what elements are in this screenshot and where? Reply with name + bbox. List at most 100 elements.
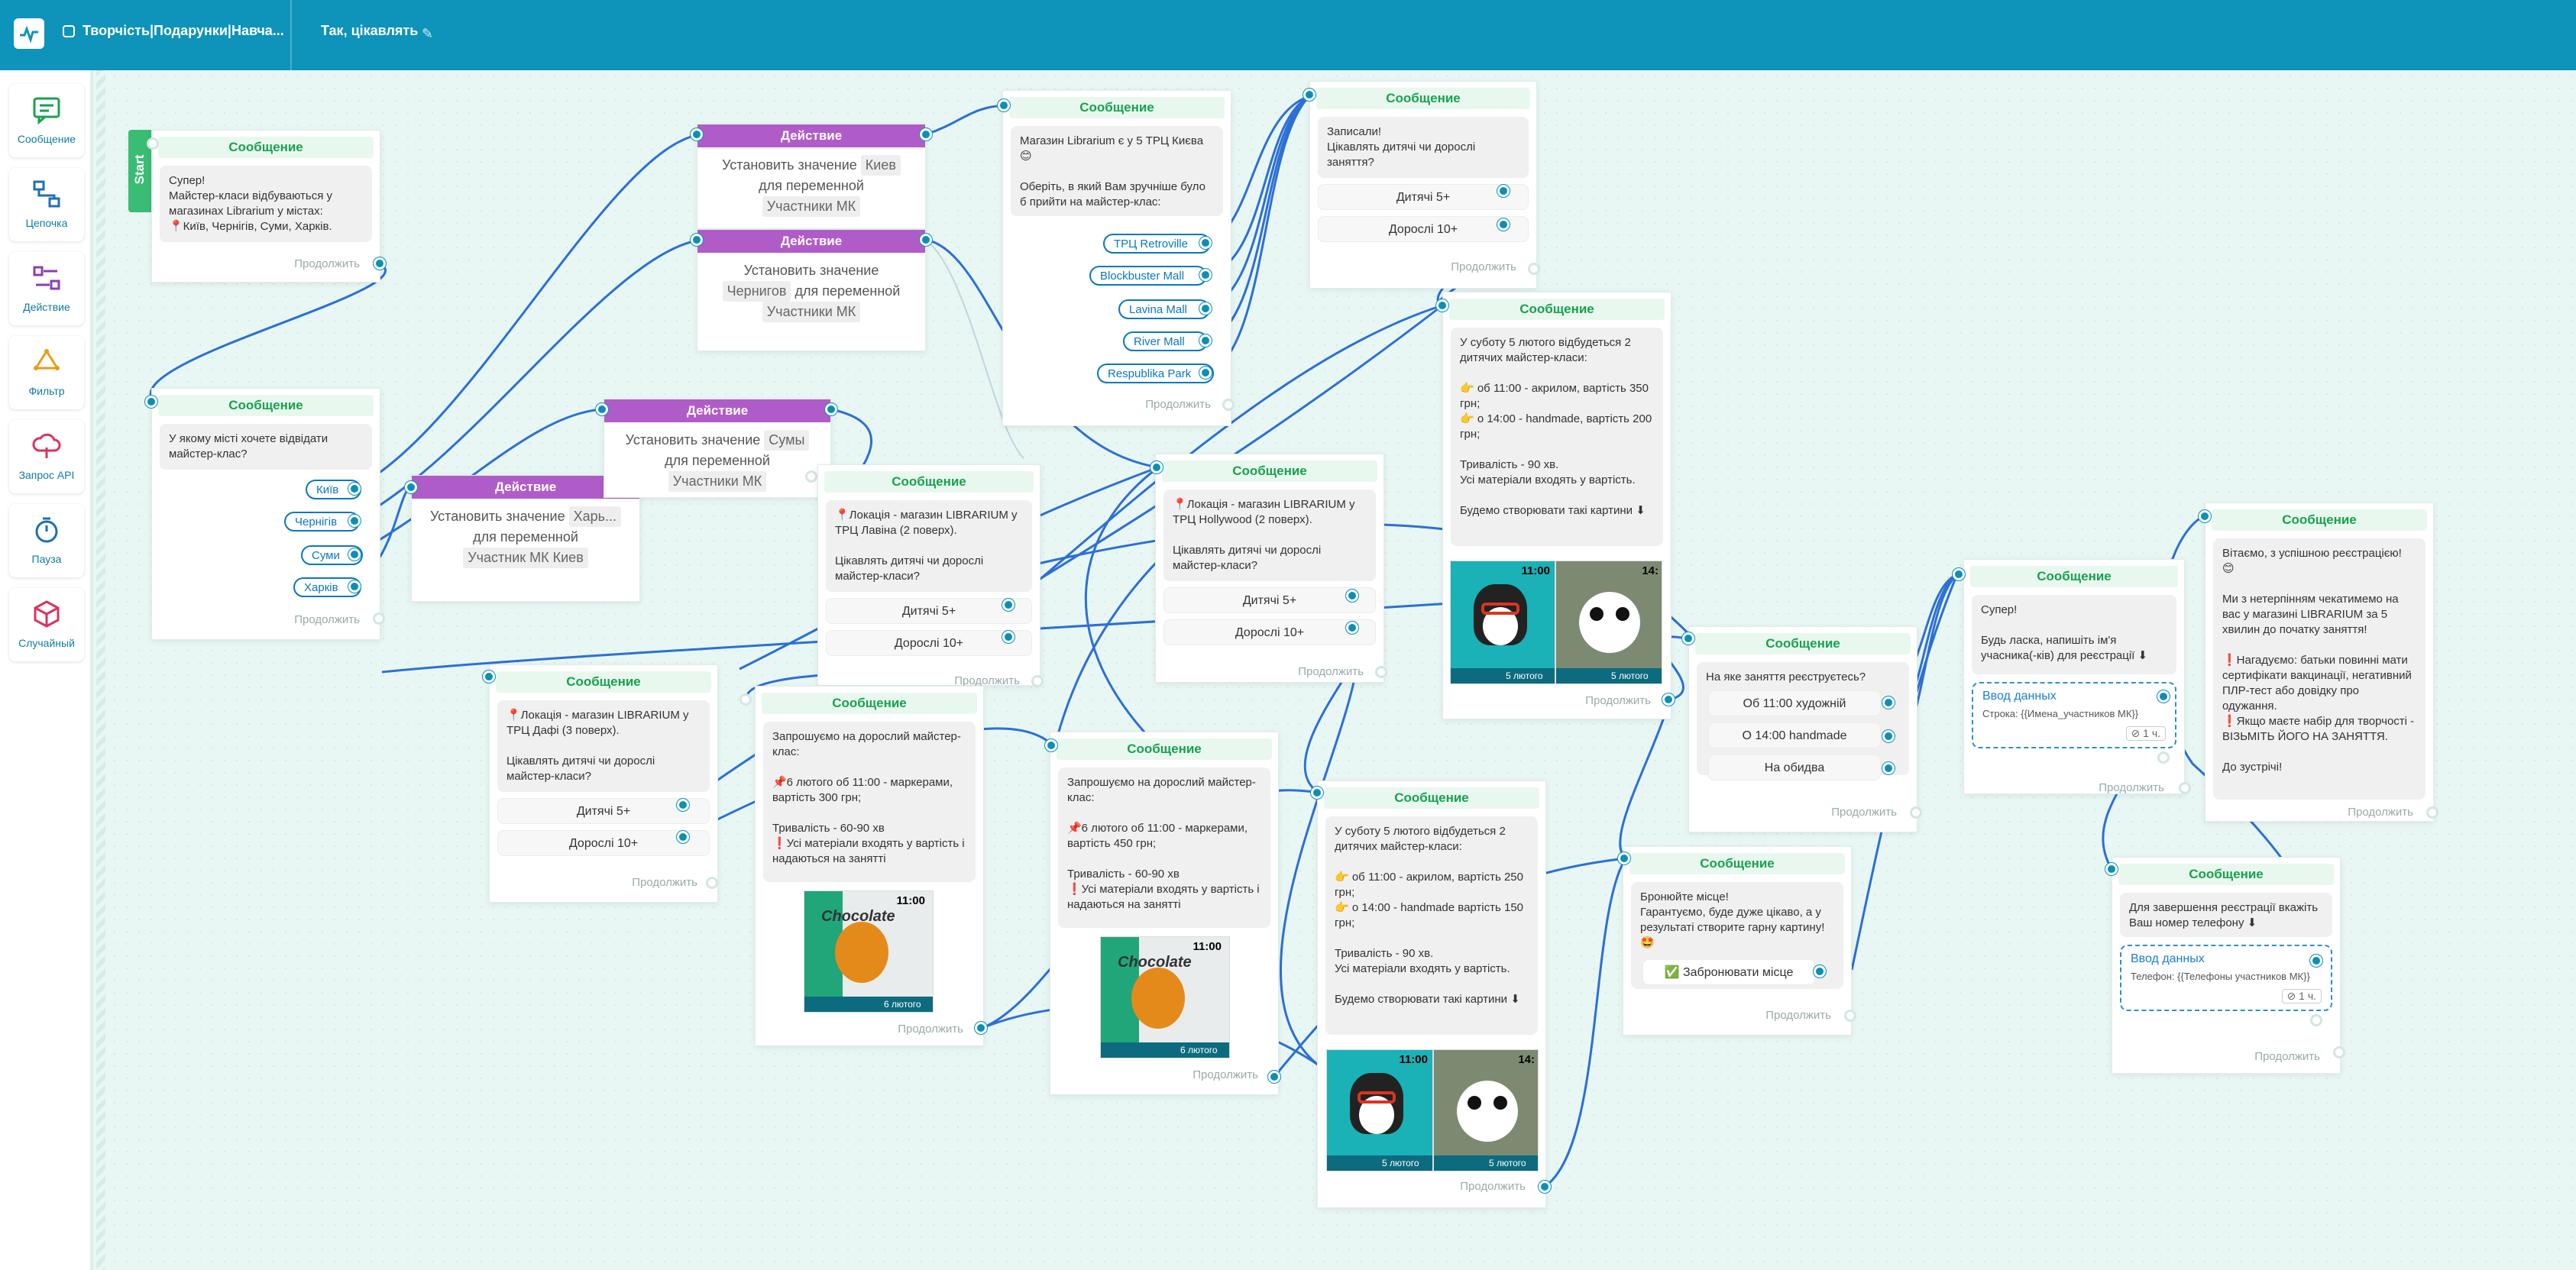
input-success-port[interactable] [2157, 690, 2170, 703]
output-port[interactable] [1222, 399, 1235, 411]
node-action-kyiv[interactable]: Действие Установить значение Киев для пе… [697, 124, 926, 229]
node-recorded[interactable]: Сообщение Записали! Цікавлять дитячі чи … [1309, 81, 1537, 289]
button-port[interactable] [348, 580, 361, 593]
button-port[interactable] [1199, 334, 1212, 347]
input-port[interactable] [1436, 299, 1448, 312]
output-port[interactable] [1910, 806, 1922, 819]
tool-pause[interactable]: Пауза [9, 504, 84, 577]
node-action-kharkiv[interactable]: Действие Установить значение Харь... для… [411, 475, 640, 602]
output-port[interactable] [1844, 1010, 1856, 1022]
output-port[interactable] [374, 257, 386, 270]
output-port[interactable] [1375, 666, 1387, 678]
input-port[interactable] [998, 99, 1010, 111]
output-port[interactable] [975, 1022, 987, 1034]
logo-icon[interactable] [14, 18, 44, 49]
button-port[interactable] [1882, 762, 1895, 774]
timeout-badge[interactable]: ⊘ 1 ч. [2281, 989, 2322, 1003]
node-dafi[interactable]: Сообщение 📍Локація - магазин LIBRARIUM у… [489, 664, 718, 903]
output-port[interactable] [2333, 1046, 2345, 1058]
node-city-choice[interactable]: Сообщение У якому місті хочете відвідати… [151, 388, 380, 640]
button-port[interactable] [1002, 599, 1015, 611]
tool-filter[interactable]: Фильтр [9, 336, 84, 409]
button-port[interactable] [1199, 237, 1212, 249]
book-button[interactable]: ✅ Забронювати місце [1642, 959, 1815, 985]
city-button-chernihiv[interactable]: Чернігів [284, 512, 361, 532]
tool-random[interactable]: Случайный [9, 588, 84, 661]
shop-button-river[interactable]: River Mall [1123, 331, 1208, 351]
input-port[interactable] [2199, 510, 2211, 522]
button-port[interactable] [1346, 622, 1358, 634]
adults-button[interactable]: Дорослі 10+ [497, 830, 710, 856]
output-port[interactable] [920, 234, 932, 246]
adults-button[interactable]: Дорослі 10+ [826, 630, 1032, 656]
output-port[interactable] [1662, 693, 1675, 706]
input-success-port[interactable] [2310, 955, 2322, 967]
output-port[interactable] [1528, 263, 1540, 275]
input-port[interactable] [691, 234, 703, 246]
output-port[interactable] [1539, 1181, 1551, 1193]
kids-button[interactable]: Дитячі 5+ [1163, 587, 1376, 613]
output-port[interactable] [706, 877, 718, 889]
button-port[interactable] [1002, 631, 1015, 643]
input-port[interactable] [1045, 739, 1057, 751]
button-port[interactable] [1814, 965, 1826, 978]
button-port[interactable] [677, 831, 689, 843]
button-port[interactable] [1199, 269, 1212, 281]
output-port[interactable] [1268, 1071, 1280, 1083]
input-port[interactable] [147, 137, 159, 150]
button-port[interactable] [1882, 730, 1895, 742]
button-port[interactable] [348, 515, 361, 527]
pencil-icon[interactable]: ✎ [422, 26, 434, 41]
node-action-chernihiv[interactable]: Действие Установить значение Чернигов дл… [697, 229, 926, 351]
button-port[interactable] [1497, 185, 1510, 197]
shop-button-respublika[interactable]: Respublika Park [1097, 364, 1215, 383]
input-port[interactable] [1682, 632, 1694, 645]
kids-button[interactable]: Дитячі 5+ [1318, 184, 1529, 210]
node-hollywood[interactable]: Сообщение 📍Локація - магазин LIBRARIUM у… [1155, 454, 1384, 683]
node-action-sumy[interactable]: Действие Установить значение Сумы для пе… [604, 399, 831, 498]
node-lavina[interactable]: Сообщение 📍Локація - магазин LIBRARIUM у… [817, 464, 1040, 687]
kids-button[interactable]: Дитячі 5+ [826, 598, 1032, 624]
button-port[interactable] [1199, 367, 1212, 379]
output-port[interactable] [2426, 806, 2438, 819]
input-port[interactable] [145, 396, 157, 408]
input-port[interactable] [405, 481, 417, 493]
timeout-port[interactable] [2310, 1014, 2322, 1026]
node-phone[interactable]: Сообщение Для завершення реєстрації вкаж… [2112, 857, 2341, 1074]
node-adult-300[interactable]: Сообщение Запрошуємо на дорослий майстер… [755, 686, 984, 1046]
adults-button[interactable]: Дорослі 10+ [1163, 619, 1376, 645]
node-start-message[interactable]: Сообщение Супер! Майстер-класи відбувают… [151, 130, 386, 283]
output-port[interactable] [825, 403, 837, 415]
node-final[interactable]: Сообщение Вітаємо, з успішною реєстраціє… [2205, 503, 2434, 822]
button-port[interactable] [1346, 590, 1358, 602]
input-port[interactable] [691, 128, 703, 141]
class-button-14[interactable]: О 14:00 handmade [1708, 722, 1881, 748]
class-button-both[interactable]: На обидва [1708, 755, 1881, 780]
input-block[interactable]: Ввод данных Строка: {{Имена_участников М… [1972, 682, 2176, 748]
tool-action[interactable]: Действие [9, 252, 84, 325]
button-port[interactable] [348, 483, 361, 495]
timeout-port[interactable] [2157, 751, 2170, 764]
input-port[interactable] [2105, 863, 2118, 875]
input-port[interactable] [1311, 787, 1323, 799]
input-port[interactable] [1303, 89, 1316, 101]
output-port[interactable] [373, 612, 385, 625]
input-block[interactable]: Ввод данных Телефон: {{Телефоны участник… [2120, 945, 2332, 1011]
output-port[interactable] [1031, 675, 1044, 687]
button-port[interactable] [348, 548, 361, 561]
node-names[interactable]: Сообщение Супер! Будь ласка, напишіть ім… [1963, 559, 2185, 794]
input-port[interactable] [483, 671, 495, 683]
breadcrumb-flow-name[interactable]: Так, цікавлять [321, 23, 419, 38]
tool-api-request[interactable]: Запрос API [9, 420, 84, 493]
adults-button[interactable]: Дорослі 10+ [1318, 216, 1529, 242]
kids-button[interactable]: Дитячі 5+ [497, 798, 710, 824]
tool-chain[interactable]: Цепочка [9, 168, 84, 241]
shop-button-retroville[interactable]: ТРЦ Retroville [1103, 234, 1211, 254]
class-button-11[interactable]: Об 11:00 художній [1708, 690, 1881, 716]
output-port[interactable] [805, 470, 817, 483]
output-port[interactable] [2179, 782, 2191, 794]
input-port[interactable] [596, 403, 608, 415]
breadcrumb-bot-name[interactable]: Творчість|Подарунки|Навча... [83, 23, 284, 38]
input-port[interactable] [1150, 461, 1163, 473]
timeout-badge[interactable]: ⊘ 1 ч. [2125, 726, 2166, 741]
